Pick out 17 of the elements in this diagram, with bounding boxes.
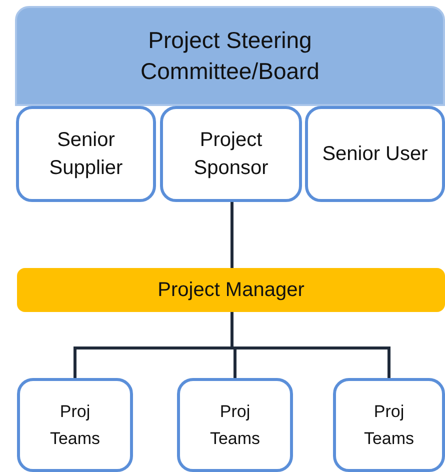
role-box <box>305 106 445 202</box>
node-label: Senior Supplier <box>48 128 124 181</box>
role-box <box>160 106 302 202</box>
node-label: Project Steering Committee/Board <box>140 26 320 86</box>
role-box <box>16 106 156 202</box>
manager-bar <box>17 268 445 312</box>
team-box <box>177 378 293 472</box>
node-label: Proj Teams <box>362 400 416 450</box>
committee-box <box>15 6 445 106</box>
team-box <box>333 378 445 472</box>
node-label: Proj Teams <box>208 400 262 450</box>
node-label: Project Sponsor <box>192 128 270 181</box>
node-label: Senior User <box>322 142 428 167</box>
team-box <box>17 378 133 472</box>
connector-line <box>230 202 234 268</box>
node-label: Proj Teams <box>48 400 102 450</box>
node-label: Project Manager <box>158 278 304 302</box>
